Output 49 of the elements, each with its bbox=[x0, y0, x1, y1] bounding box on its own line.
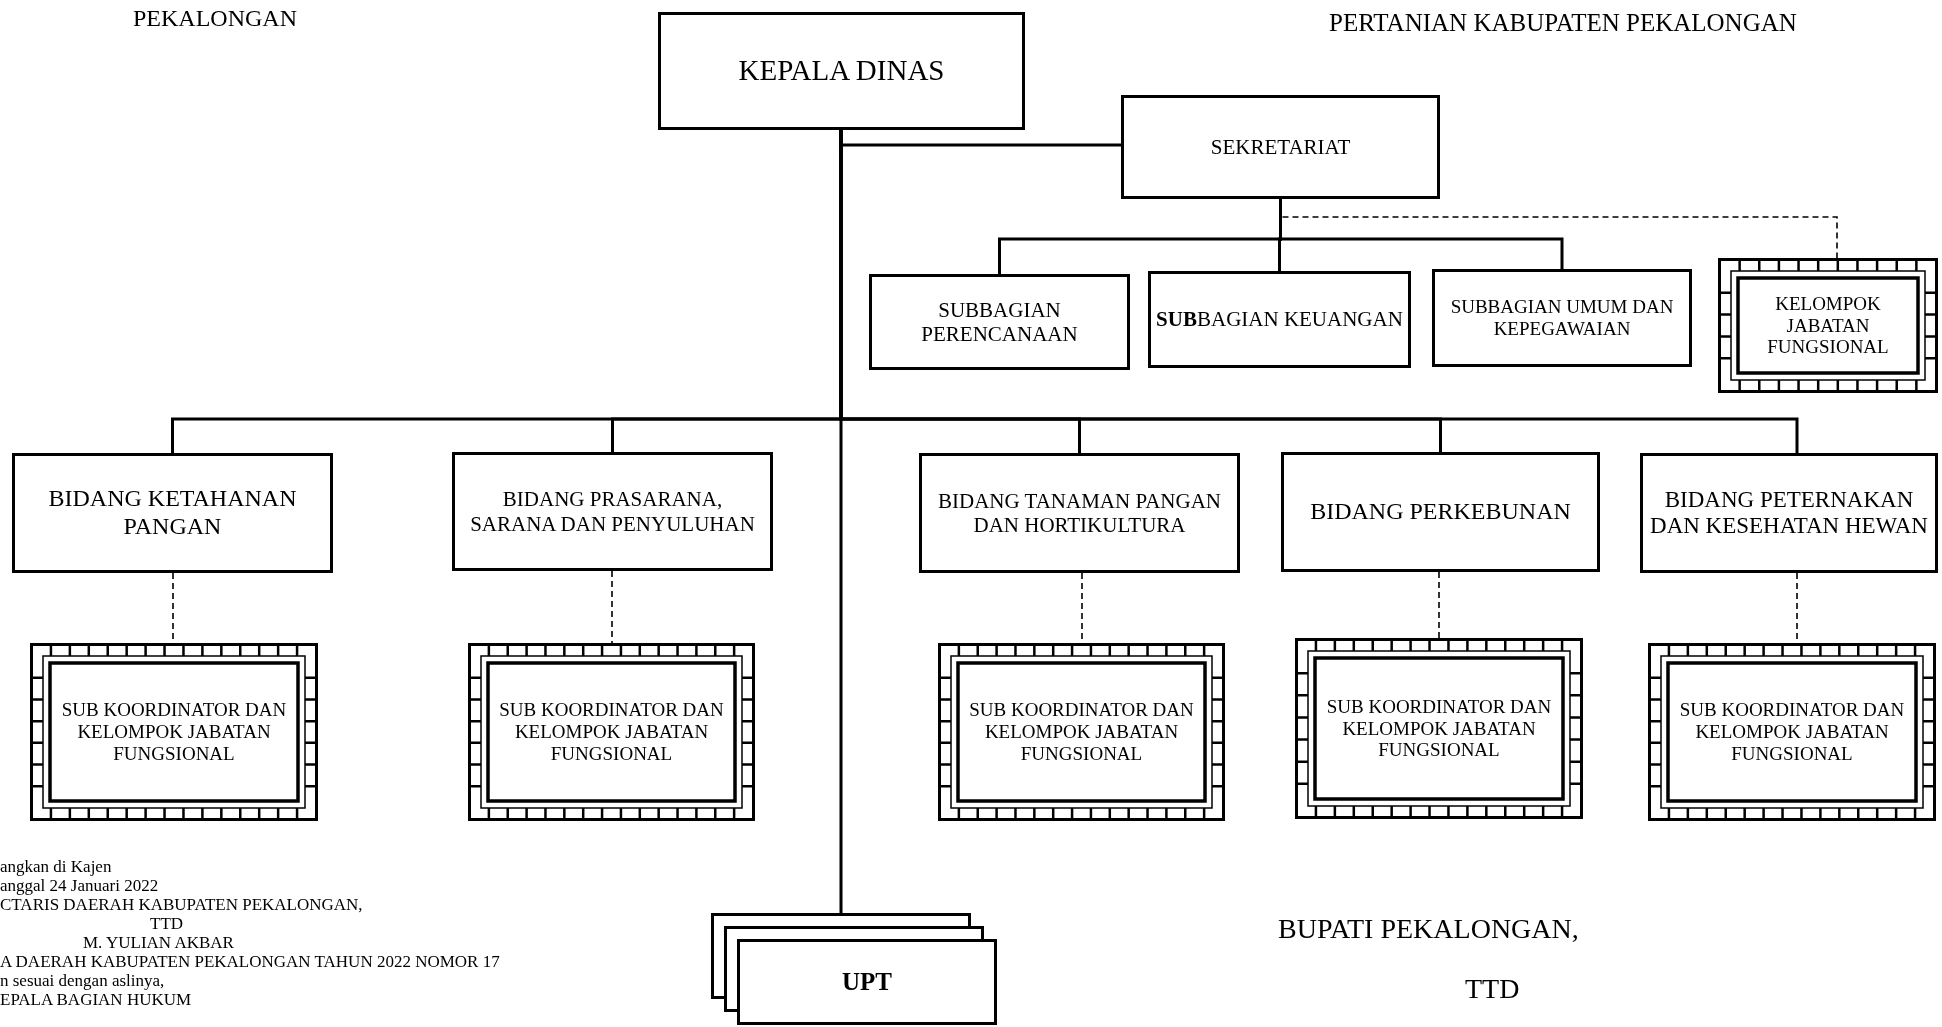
framed-box bbox=[1718, 258, 1938, 393]
note-text: angkan di Kajen bbox=[0, 858, 112, 875]
box-text: BIDANG PERKEBUNAN bbox=[1310, 498, 1571, 526]
note-text: PEKALONGAN bbox=[133, 6, 297, 30]
note-text: A DAERAH KABUPATEN PEKALONGAN TAHUN 2022 NOMOR 17 bbox=[0, 953, 500, 970]
org-box bbox=[12, 453, 333, 573]
box-text: SUB KOORDINATOR DAN KELOMPOK JABATAN FUNGSIONAL bbox=[1325, 695, 1553, 762]
box-text: BIDANG PRASARANA, SARANA DAN PENYULUHAN bbox=[469, 487, 756, 536]
framed-box bbox=[1295, 638, 1583, 819]
framed-box bbox=[1648, 643, 1936, 821]
note-text: TTD bbox=[150, 915, 184, 932]
org-box bbox=[1281, 452, 1600, 572]
box-text: UPT bbox=[842, 967, 892, 997]
stacked-box bbox=[711, 913, 997, 1025]
framed-box bbox=[30, 643, 318, 821]
note-text: n sesuai dengan aslinya, bbox=[0, 972, 165, 989]
box-text: SUB KOORDINATOR DAN KELOMPOK JABATAN FUNGSIONAL bbox=[968, 699, 1195, 765]
note-text: BUPATI PEKALONGAN, bbox=[1278, 915, 1579, 943]
box-text: SUB KOORDINATOR DAN KELOMPOK JABATAN FUNGSIONAL bbox=[60, 699, 288, 765]
org-box bbox=[658, 12, 1025, 130]
box-text: SUB KOORDINATOR DAN KELOMPOK JABATAN FUNGSIONAL bbox=[498, 699, 725, 765]
org-box bbox=[919, 453, 1240, 573]
org-box bbox=[1432, 269, 1692, 367]
note-text: EPALA BAGIAN HUKUM bbox=[0, 991, 192, 1008]
box-text: BIDANG TANAMAN PANGAN DAN HORTIKULTURA bbox=[937, 488, 1222, 538]
box-text: SUB KOORDINATOR DAN KELOMPOK JABATAN FUNGSIONAL bbox=[1678, 699, 1906, 765]
framed-box bbox=[938, 643, 1225, 821]
org-box bbox=[452, 452, 773, 571]
note-text: anggal 24 Januari 2022 bbox=[0, 877, 159, 894]
org-box bbox=[1640, 453, 1938, 573]
box-text: KEPALA DINAS bbox=[738, 54, 945, 88]
box-text: SUBBAGIAN PERENCANAAN bbox=[920, 297, 1079, 347]
box-text: SUBBAGIAN KEUANGAN bbox=[1156, 307, 1403, 332]
dashed-connector bbox=[611, 570, 613, 644]
org-box bbox=[1121, 95, 1440, 199]
note-text: M. YULIAN AKBAR bbox=[83, 934, 234, 951]
box-text: BIDANG PETERNAKAN DAN KESEHATAN HEWAN bbox=[1649, 486, 1929, 540]
note-text: CTARIS DAERAH KABUPATEN PEKALONGAN, bbox=[0, 896, 363, 913]
box-text: KELOMPOK JABATAN FUNGSIONAL bbox=[1766, 292, 1890, 359]
box-text: SEKRETARIAT bbox=[1210, 134, 1351, 160]
dashed-connector bbox=[1438, 571, 1440, 639]
box-text: BIDANG KETAHANAN PANGAN bbox=[47, 485, 298, 541]
box-text: SUBBAGIAN UMUM DAN KEPEGAWAIAN bbox=[1449, 296, 1675, 340]
note-text: TTD bbox=[1465, 975, 1520, 1003]
connector-line bbox=[1279, 199, 1564, 269]
framed-box bbox=[468, 643, 755, 821]
note-text: PERTANIAN KABUPATEN PEKALONGAN bbox=[1329, 10, 1797, 35]
org-box bbox=[869, 274, 1130, 370]
org-box bbox=[1148, 271, 1411, 368]
